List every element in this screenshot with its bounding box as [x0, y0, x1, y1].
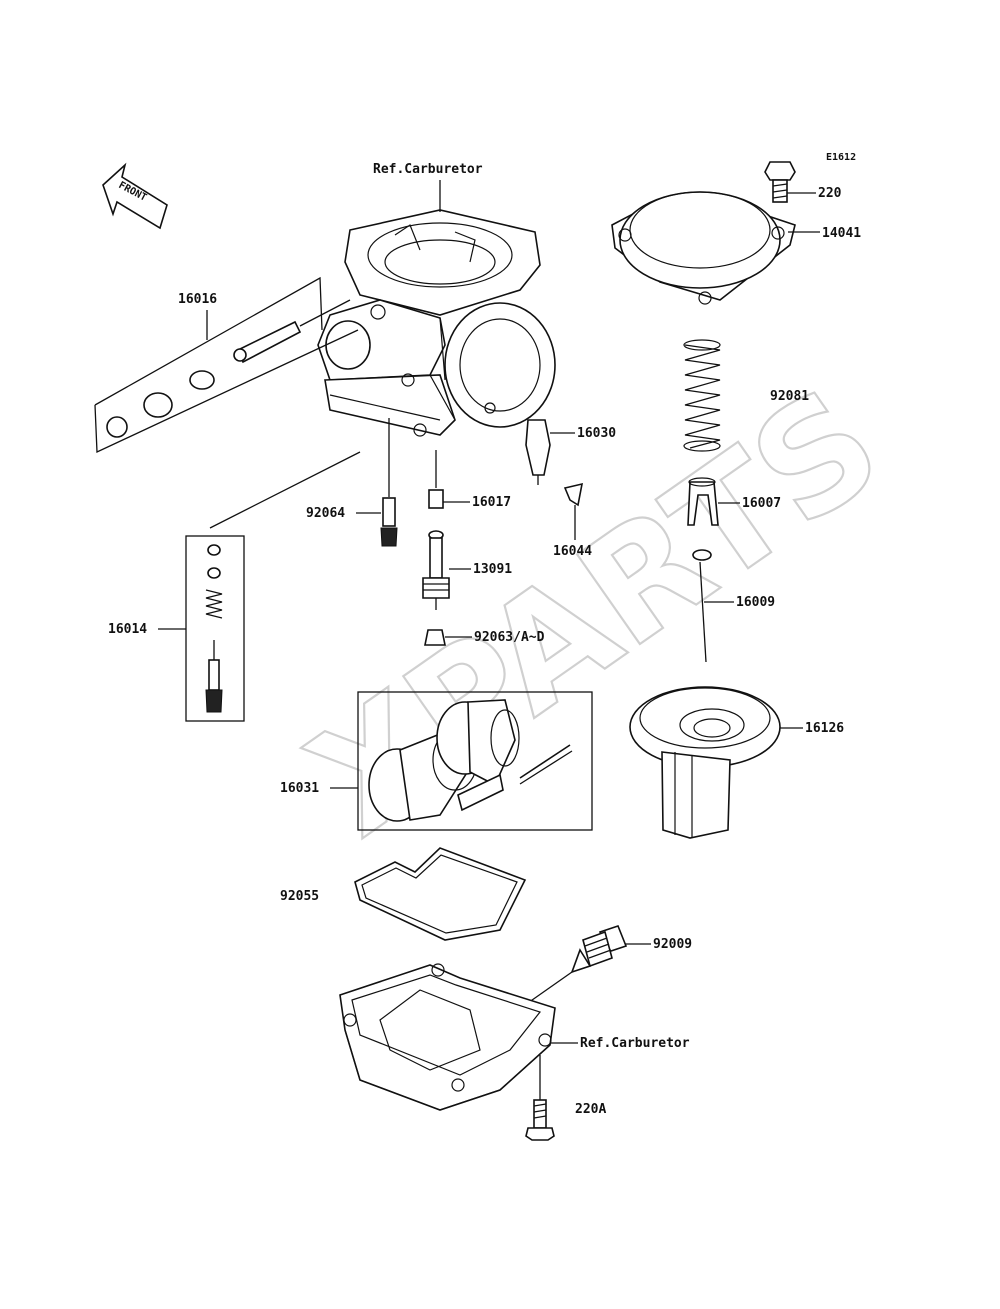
label-16007: 16007	[742, 496, 781, 511]
label-16030: 16030	[577, 426, 616, 441]
part-16014-pilot-screw-set	[185, 451, 361, 722]
label-220A: 220A	[575, 1102, 606, 1117]
part-16030-float-valve	[525, 419, 551, 485]
label-92055: 92055	[280, 889, 319, 904]
part-92064-screw	[380, 418, 398, 547]
float-bowl	[339, 963, 556, 1111]
part-220A-screw	[525, 1055, 555, 1141]
part-92009-drain-screw	[524, 925, 628, 1006]
front-arrow-icon: FRONT	[102, 162, 168, 230]
label-16014: 16014	[108, 622, 147, 637]
part-220-bolt	[764, 161, 796, 203]
part-16007-holder	[687, 477, 719, 526]
ref-carburetor-top-label: Ref.Carburetor	[373, 162, 483, 177]
part-16009-needle	[692, 549, 712, 663]
label-16009: 16009	[736, 595, 775, 610]
part-13091-needle-jet	[422, 530, 450, 610]
label-16044: 16044	[553, 544, 592, 559]
label-14041: 14041	[822, 226, 861, 241]
part-16017-jet	[428, 450, 444, 509]
label-92063: 92063/A~D	[474, 630, 545, 645]
label-92009: 92009	[653, 937, 692, 952]
label-16016: 16016	[178, 292, 217, 307]
label-13091: 13091	[473, 562, 512, 577]
diagram-code: E1612	[826, 152, 856, 163]
part-16044-clip	[563, 482, 584, 507]
part-16126-diaphragm	[629, 686, 781, 839]
label-92064: 92064	[306, 506, 345, 521]
ref-carburetor-bottom-label: Ref.Carburetor	[580, 1036, 690, 1051]
part-92055-gasket	[354, 847, 527, 941]
label-220: 220	[818, 186, 842, 201]
label-16126: 16126	[805, 721, 844, 736]
carburetor-body	[317, 209, 556, 437]
part-14041-cover	[611, 191, 796, 305]
label-16031: 16031	[280, 781, 319, 796]
label-16017: 16017	[472, 495, 511, 510]
label-92081: 92081	[770, 389, 809, 404]
part-92081-spring	[683, 339, 721, 452]
part-16016-group	[94, 276, 359, 454]
part-16031-float	[357, 691, 593, 831]
part-92063-jet	[424, 629, 446, 646]
